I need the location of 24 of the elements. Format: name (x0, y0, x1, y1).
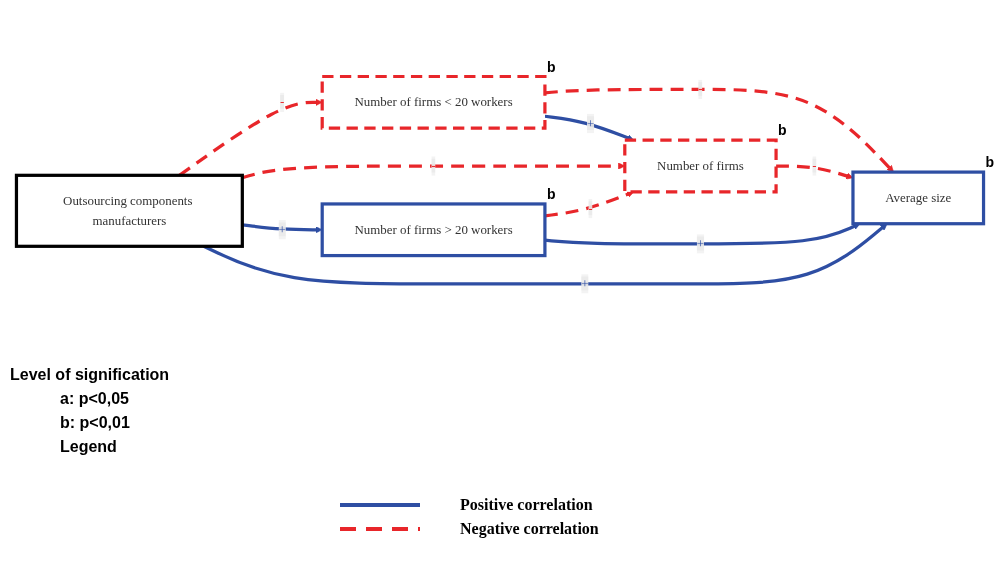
edge-label: + (278, 222, 286, 237)
edge-label: + (696, 236, 705, 251)
note-heading: Level of signification (10, 366, 170, 384)
edge-label: - (280, 95, 285, 109)
note-text: a: p<0,05 (59, 390, 130, 408)
node-box: Number of firms > 20 workers (320, 202, 547, 258)
significance-mark: b (985, 154, 995, 171)
legend-text: Positive correlation (460, 496, 593, 514)
node-box: Outsourcing components manufacturers (14, 173, 244, 248)
edge-label: - (588, 201, 593, 216)
note-text: b: p<0,01 (59, 414, 131, 432)
edge-label: - (812, 158, 817, 173)
edge-label: - (698, 82, 703, 96)
legend-text: Negative correlation (460, 520, 599, 538)
node-box: Average size (851, 170, 986, 226)
node-box: Number of firms < 20 workers (320, 74, 547, 130)
significance-mark: b (546, 185, 556, 202)
significance-mark: b (546, 58, 556, 75)
edge-label: - (431, 158, 436, 173)
node-box: Number of firms (623, 138, 778, 194)
edge-label: + (586, 116, 595, 130)
note-text: Legend (59, 438, 118, 456)
significance-mark: b (778, 122, 787, 139)
edge-label: + (581, 276, 589, 291)
